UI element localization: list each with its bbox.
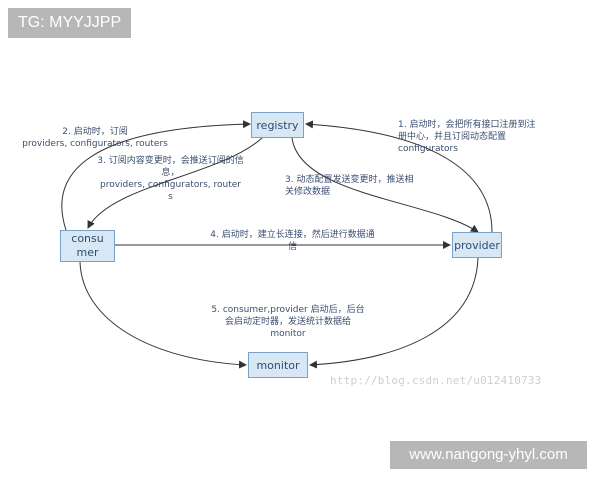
label-step3b: 3. 动态配置发送变更时，推送相 关修改数据 (285, 175, 414, 197)
site-watermark: www.nangong-yhyl.com (390, 441, 587, 469)
label-step3: 3. 订阅内容变更时，会推送订阅的信 息， providers, configu… (97, 156, 244, 202)
label-step1: 1. 启动时，会把所有接口注册到注 册中心，并且订阅动态配置 configura… (398, 120, 536, 154)
label-step5: 5. consumer,provider 启动后，后台 会启动定时器，发送统计数… (211, 305, 365, 339)
provider-node: provider (452, 232, 502, 258)
edge-provider-to-monitor (309, 257, 479, 369)
label-step2: 2. 启动时，订阅 providers, configurators, rout… (22, 127, 168, 149)
blog-watermark: http://blog.csdn.net/u012410733 (330, 374, 542, 387)
consumer-node-label: consumer (71, 232, 104, 259)
edge-consumer-to-registry (61, 120, 251, 231)
edge-provider-to-registry (305, 120, 493, 233)
label-step4: 4. 启动时，建立长连接，然后进行数据通 信 (210, 230, 375, 252)
edge-registry-to-provider (291, 137, 479, 233)
registry-node: registry (251, 112, 304, 138)
consumer-node: consumer (60, 230, 115, 262)
edge-registry-to-consumer (87, 137, 263, 229)
edge-consumer-to-monitor (79, 261, 247, 369)
monitor-node: monitor (248, 352, 308, 378)
tg-tag: TG: MYYJJPP (8, 8, 132, 38)
